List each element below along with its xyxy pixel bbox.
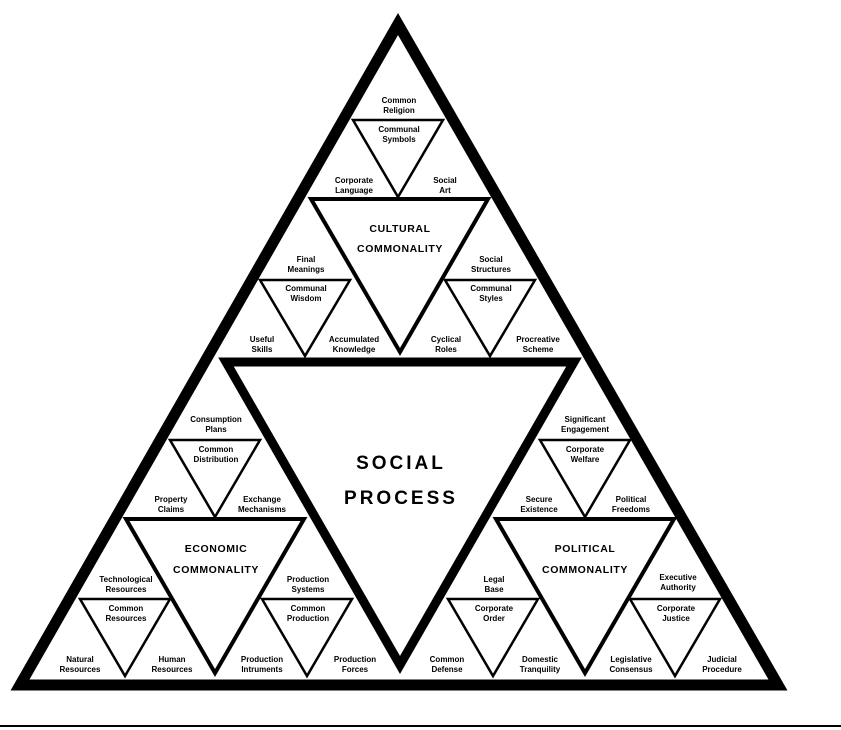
cultural-left-small-triangle (257, 278, 353, 359)
political-right-right-line2: Procedure (702, 665, 742, 674)
cultural-right-left-line1: Cyclical (431, 335, 461, 344)
political-top-right-line2: Freedoms (612, 505, 651, 514)
economic-left-center-line1: Common (109, 604, 144, 613)
economic-top-apex-line1: Consumption (190, 415, 242, 424)
cultural-left-right-line2: Knowledge (333, 345, 376, 354)
cultural-left-left-line2: Skills (252, 345, 273, 354)
cultural-left-center-line1: Communal (285, 284, 326, 293)
economic-top-center-line1: Common (199, 445, 234, 454)
political-left-apex-line2: Base (484, 585, 504, 594)
cultural-left-apex-line2: Meanings (288, 265, 325, 274)
political-right-small-triangle (627, 597, 723, 679)
economic-left-small-triangle (77, 597, 173, 679)
cultural-right-right-line2: Scheme (523, 345, 554, 354)
economic-top-center-line2: Distribution (194, 455, 239, 464)
economic-right-right-line1: Production (334, 655, 376, 664)
economic-left-right-line1: Human (158, 655, 185, 664)
cultural-right-center-line1: Communal (470, 284, 511, 293)
political-top-apex-line1: Significant (565, 415, 606, 424)
cultural-top-apex-line2: Religion (383, 106, 415, 115)
economic-right-apex-line2: Systems (292, 585, 325, 594)
cultural-top-center-line2: Symbols (382, 135, 416, 144)
cultural-top-left-line2: Language (335, 186, 373, 195)
economic-top-left-line1: Property (155, 495, 188, 504)
cultural-commonality-triangle (307, 197, 492, 356)
political-right-apex-line2: Authority (660, 583, 696, 592)
economic-top-right-line1: Exchange (243, 495, 281, 504)
economic-right-center-line1: Common (291, 604, 326, 613)
political-left-center-line1: Corporate (475, 604, 514, 613)
economic-right-left-line1: Production (241, 655, 283, 664)
political-top-left-line2: Existence (520, 505, 558, 514)
political-top-left-line1: Secure (526, 495, 553, 504)
political-top-small-triangle (537, 438, 633, 520)
cultural-left-apex-line1: Final (297, 255, 316, 264)
center-label-line1: SOCIAL (356, 453, 446, 474)
political-right-left-line2: Consensus (609, 665, 653, 674)
cultural-top-left-line1: Corporate (335, 176, 374, 185)
economic-left-left-line2: Resources (60, 665, 101, 674)
economic-right-left-line2: Intruments (241, 665, 283, 674)
economic-right-small-triangle (259, 597, 355, 679)
cultural-top-right-line2: Art (439, 186, 451, 195)
economic-left-center-line2: Resources (106, 614, 147, 623)
cultural-right-center-line2: Styles (479, 294, 503, 303)
political-right-center-line2: Justice (662, 614, 690, 623)
political-left-center-line2: Order (483, 614, 505, 623)
cultural-left-right-line1: Accumulated (329, 335, 379, 344)
economic-commonality-label-line1: ECONOMIC (185, 543, 248, 555)
cultural-right-apex-line1: Social (479, 255, 503, 264)
cultural-left-left-line1: Useful (250, 335, 274, 344)
cultural-commonality-label-line2: COMMONALITY (357, 243, 443, 255)
cultural-right-apex-line2: Structures (471, 265, 512, 274)
economic-top-left-line2: Claims (158, 505, 185, 514)
political-right-center-line1: Corporate (657, 604, 696, 613)
economic-top-right-line2: Mechanisms (238, 505, 287, 514)
political-left-right-line2: Tranquility (520, 665, 561, 674)
economic-top-small-triangle (167, 438, 263, 520)
political-left-left-line2: Defense (431, 665, 463, 674)
center-label-line2: PROCESS (344, 488, 458, 509)
political-top-right-line1: Political (616, 495, 647, 504)
cultural-right-small-triangle (442, 278, 538, 359)
political-right-right-line1: Judicial (707, 655, 737, 664)
political-left-left-line1: Common (430, 655, 465, 664)
political-left-small-triangle (445, 597, 541, 679)
cultural-top-small-triangle (350, 118, 446, 200)
cultural-top-center-line1: Communal (378, 125, 419, 134)
cultural-top-apex-line1: Common (382, 96, 417, 105)
economic-top-apex-line2: Plans (205, 425, 227, 434)
political-right-left-line1: Legislative (610, 655, 652, 664)
economic-left-apex-line2: Resources (106, 585, 147, 594)
economic-right-apex-line1: Production (287, 575, 329, 584)
political-right-apex-line1: Executive (659, 573, 697, 582)
economic-right-right-line2: Forces (342, 665, 369, 674)
cultural-top-right-line1: Social (433, 176, 457, 185)
political-commonality-label-line2: COMMONALITY (542, 564, 628, 576)
center-triangle (218, 357, 582, 675)
cultural-left-center-line2: Wisdom (290, 294, 321, 303)
cultural-right-left-line2: Roles (435, 345, 457, 354)
economic-left-right-line2: Resources (152, 665, 193, 674)
cultural-commonality-label-line1: CULTURAL (369, 223, 430, 235)
political-left-apex-line1: Legal (484, 575, 505, 584)
economic-left-left-line1: Natural (66, 655, 94, 664)
economic-left-apex-line1: Technological (99, 575, 152, 584)
economic-commonality-label-line2: COMMONALITY (173, 564, 259, 576)
economic-right-center-line2: Production (287, 614, 329, 623)
political-left-right-line1: Domestic (522, 655, 559, 664)
outer-triangle (10, 12, 788, 691)
political-top-center-line1: Corporate (566, 445, 605, 454)
cultural-right-right-line1: Procreative (516, 335, 560, 344)
political-commonality-label-line1: POLITICAL (555, 543, 616, 555)
political-top-apex-line2: Engagement (561, 425, 609, 434)
political-top-center-line2: Welfare (571, 455, 600, 464)
